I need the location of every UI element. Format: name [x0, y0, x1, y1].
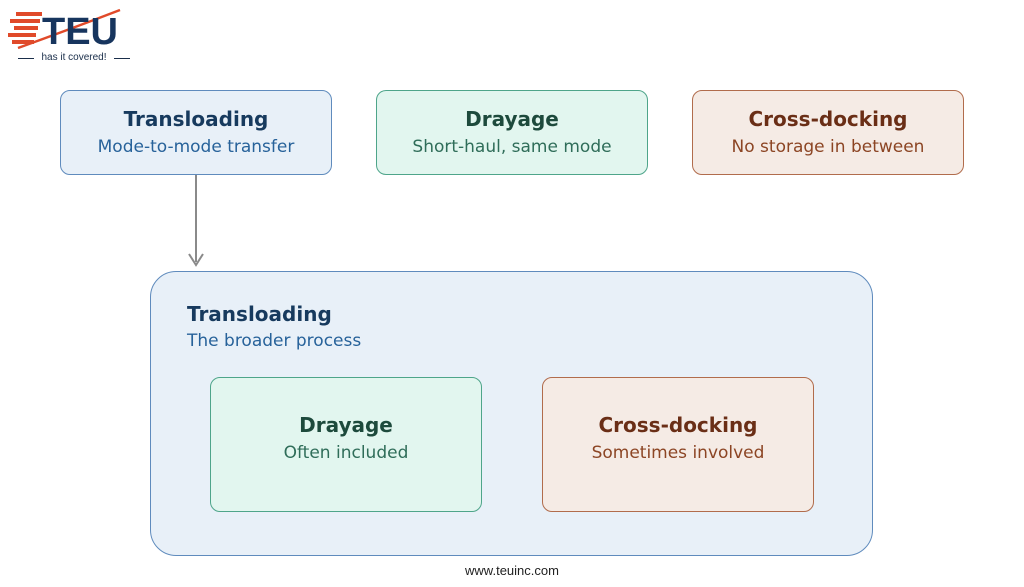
box-title: Cross-docking — [748, 107, 908, 131]
box-title: Drayage — [465, 107, 559, 131]
box-title: Drayage — [299, 413, 393, 437]
box-title: Cross-docking — [598, 413, 758, 437]
cross-docking-inner-box: Cross-docking Sometimes involved — [542, 377, 814, 512]
box-subtitle: No storage in between — [731, 137, 925, 157]
container-title: Transloading — [187, 302, 332, 326]
drayage-box: Drayage Short-haul, same mode — [376, 90, 648, 175]
drayage-inner-box: Drayage Often included — [210, 377, 482, 512]
box-title: Transloading — [123, 107, 269, 131]
box-subtitle: Mode-to-mode transfer — [97, 137, 295, 157]
container-subtitle: The broader process — [187, 331, 362, 351]
transloading-box: Transloading Mode-to-mode transfer — [60, 90, 332, 175]
box-subtitle: Short-haul, same mode — [412, 137, 612, 157]
logo-wordmark: TEU — [42, 11, 118, 52]
footer-url: www.teuinc.com — [465, 563, 559, 578]
box-subtitle: Often included — [283, 443, 409, 463]
cross-docking-box: Cross-docking No storage in between — [692, 90, 964, 175]
transloading-container: Transloading The broader process Drayage… — [150, 271, 873, 556]
logo-tagline: has it covered! — [18, 52, 130, 63]
teu-logo: TEU has it covered! — [8, 8, 130, 63]
teu-logo-mark: TEU — [8, 8, 121, 53]
box-subtitle: Sometimes involved — [591, 443, 765, 463]
